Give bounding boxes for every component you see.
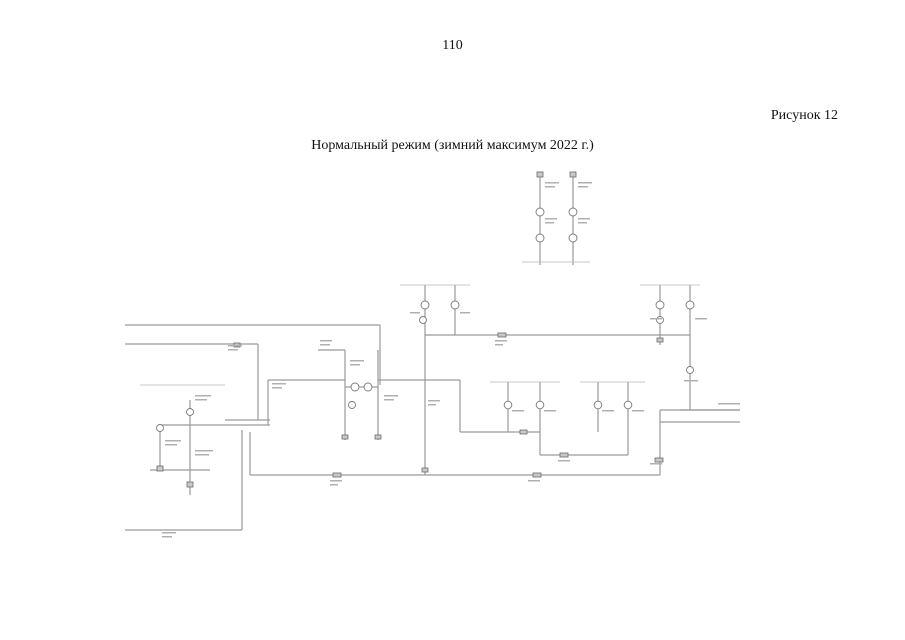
figure-title: Нормальный режим (зимний максимум 2022 г… (311, 138, 594, 153)
top-generator-block (522, 171, 592, 265)
diagram-annotations (162, 312, 740, 538)
page-number: 110 (442, 38, 463, 53)
main-network (125, 284, 740, 531)
figure-label: Рисунок 12 (770, 108, 838, 123)
